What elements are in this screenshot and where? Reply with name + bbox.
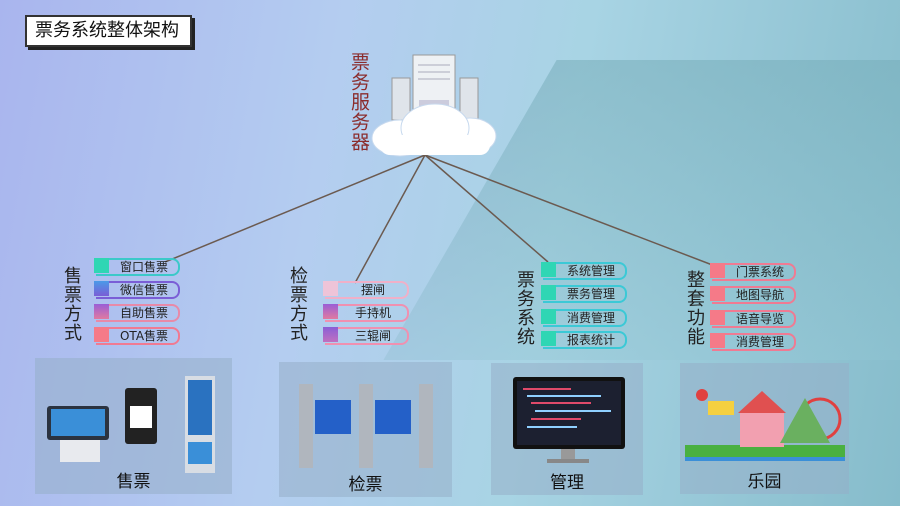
square-icon: [541, 331, 556, 346]
line-system: [424, 154, 549, 263]
square-icon: [541, 309, 556, 324]
list-item: 报表统计: [541, 331, 627, 349]
item-label: 消费管理: [566, 311, 615, 325]
item-label: 摆闸: [360, 283, 385, 297]
list-item: 自助售票: [94, 304, 180, 322]
turnstile-gates-icon: [299, 384, 433, 468]
list-item: 微信售票: [94, 281, 180, 299]
list-item: 摆闸: [323, 281, 409, 299]
square-icon: [710, 310, 725, 325]
item-label: 微信售票: [119, 283, 168, 297]
server-icon: [371, 54, 497, 157]
list-item: 地图导航: [710, 286, 796, 304]
line-functions: [424, 154, 716, 267]
panel-sales: 售票: [35, 358, 232, 494]
line-sales: [164, 154, 426, 263]
item-label: 系统管理: [566, 264, 615, 278]
group-label-functions: 整套功能: [684, 270, 705, 346]
square-icon: [541, 262, 556, 277]
item-label: 自助售票: [119, 306, 168, 320]
list-item: 三辊闸: [323, 327, 409, 345]
page-title: 票务系统整体架构: [25, 15, 192, 47]
item-label: 消费管理: [735, 335, 784, 349]
item-label: OTA售票: [119, 329, 169, 343]
panel-check: 检票: [279, 362, 452, 497]
square-icon: [94, 304, 109, 319]
square-icon: [710, 333, 725, 348]
item-label: 窗口售票: [119, 260, 168, 274]
list-item: OTA售票: [94, 327, 180, 345]
item-label: 地图导航: [735, 288, 784, 302]
list-item: 消费管理: [541, 309, 627, 327]
square-icon: [94, 327, 109, 342]
list-item: 窗口售票: [94, 258, 180, 276]
square-icon: [710, 286, 725, 301]
square-icon: [323, 327, 338, 342]
line-check: [354, 154, 426, 284]
ticket-machines-icon: [47, 376, 215, 474]
square-icon: [94, 281, 109, 296]
item-label: 票务管理: [566, 287, 615, 301]
square-icon: [710, 263, 725, 278]
item-label: 三辊闸: [354, 329, 391, 343]
server-label: 票务服务器: [348, 52, 370, 152]
panel-label: 检票: [348, 475, 383, 495]
item-label: 语音导览: [735, 312, 784, 326]
item-label: 门票系统: [735, 265, 784, 279]
list-item: 消费管理: [710, 333, 796, 351]
square-icon: [323, 304, 338, 319]
square-icon: [323, 281, 338, 296]
panel-label: 售票: [116, 472, 151, 492]
amusement-park-icon: [685, 389, 845, 461]
panel-label: 乐园: [747, 472, 782, 492]
list-item: 门票系统: [710, 263, 796, 281]
monitor-icon: [513, 377, 625, 463]
group-label-system: 票务系统: [514, 270, 535, 346]
list-item: 票务管理: [541, 285, 627, 303]
list-item: 语音导览: [710, 310, 796, 328]
item-label: 报表统计: [566, 333, 615, 347]
square-icon: [541, 285, 556, 300]
group-label-check: 检票方式: [287, 266, 308, 342]
group-label-sales: 售票方式: [61, 266, 82, 342]
panel-label: 管理: [550, 473, 584, 493]
list-item: 手持机: [323, 304, 409, 322]
square-icon: [94, 258, 109, 273]
panel-manage: 管理: [491, 363, 643, 495]
panel-park: 乐园: [680, 363, 849, 494]
list-item: 系统管理: [541, 262, 627, 280]
item-label: 手持机: [354, 306, 391, 320]
